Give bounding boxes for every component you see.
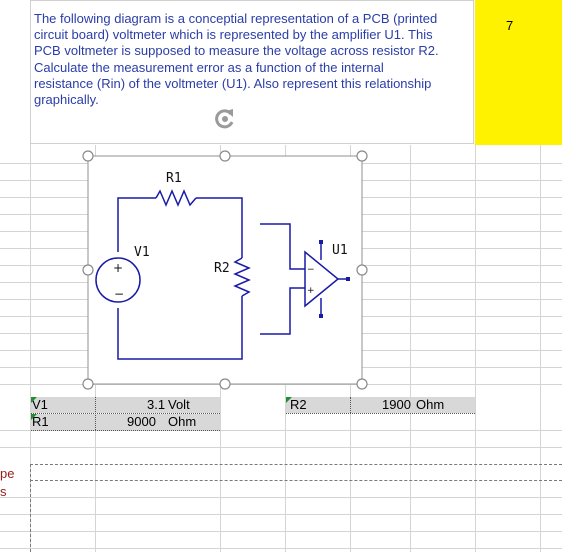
cell-background (31, 414, 220, 430)
r2-name-cell[interactable]: R2 (290, 397, 307, 412)
question-text: The following diagram is a conceptial re… (34, 11, 474, 108)
op-amp-pin (346, 277, 350, 281)
r2-label: R2 (214, 261, 230, 276)
error-indicator-icon (31, 414, 37, 420)
circuit-wires (95, 189, 348, 360)
question-line: resistance (Rin) of the voltmeter (U1). … (34, 75, 432, 91)
question-line: The following diagram is a conceptial re… (34, 11, 438, 26)
resize-handles (82, 150, 368, 390)
r2-value-cell[interactable]: 1900 (382, 397, 411, 412)
question-line: graphically. (34, 92, 99, 108)
v1-name-cell[interactable]: V1 (32, 397, 48, 412)
v1-minus-sign: − (114, 287, 124, 301)
r1-name-cell[interactable]: R1 (32, 414, 49, 429)
question-number-cell[interactable]: 7 (475, 0, 562, 145)
cell-background (286, 397, 475, 413)
r1-unit-cell[interactable]: Ohm (168, 414, 197, 429)
r1-value-cell[interactable]: 9000 (127, 414, 156, 429)
circuit-diagram[interactable]: R1 V1 R2 U1 + − − + (80, 146, 380, 396)
error-indicator-icon (31, 397, 37, 403)
question-line: Calculate the measurement error as a fun… (34, 59, 384, 75)
side-text-line: s (0, 484, 7, 499)
v1-value-cell[interactable]: 3.1 (147, 397, 166, 412)
error-indicator-icon (286, 397, 292, 403)
question-number: 7 (506, 18, 514, 33)
r2-unit-cell[interactable]: Ohm (416, 397, 445, 412)
op-amp-pin (319, 314, 323, 318)
r1-label: R1 (166, 171, 182, 186)
cell-background (31, 397, 220, 413)
question-line: PCB voltmeter is supposed to measure the… (34, 43, 439, 59)
side-text-line: pe (0, 466, 15, 481)
v1-unit-cell[interactable]: Volt (168, 397, 190, 412)
v1-label: V1 (134, 245, 150, 260)
question-line: circuit board) voltmeter which is repres… (34, 27, 433, 43)
op-amp-pin (319, 240, 323, 244)
u1-label: U1 (332, 243, 348, 258)
v1-plus-sign: + (113, 261, 123, 275)
op-amp-minus-sign: − (307, 265, 315, 275)
rotate-handle-icon[interactable] (210, 106, 238, 132)
question-text-box[interactable]: The following diagram is a conceptial re… (30, 0, 474, 144)
op-amp-plus-sign: + (307, 286, 315, 296)
